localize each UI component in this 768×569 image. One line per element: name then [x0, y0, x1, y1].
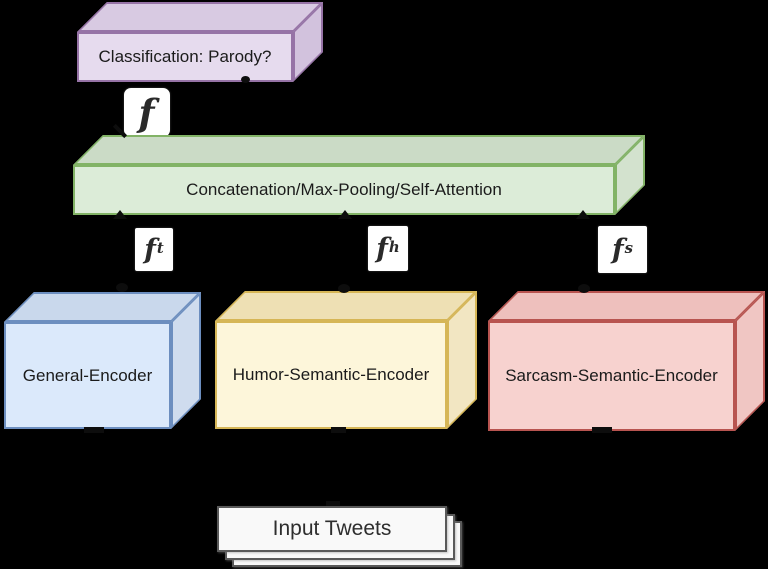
feature-label-fs-sup: s: [624, 238, 633, 257]
feature-label-ft-base: f: [144, 234, 156, 265]
connector-stub-humor-bottom: [331, 427, 346, 433]
humor-encoder-cube-top-face: [215, 291, 477, 321]
feature-label-fh-sup: h: [388, 237, 400, 256]
feature-label-ft-sup: t: [156, 238, 164, 257]
general-encoder-label: General-Encoder: [22, 365, 153, 385]
general-encoder-cube-top-face: [4, 292, 201, 322]
feature-label-f-base: f: [138, 90, 155, 135]
connector-stub-humor-top: [338, 284, 350, 293]
feature-label-fh-base: f: [376, 233, 388, 264]
connector-stub-general-top: [116, 283, 128, 292]
connector-stub-sarcasm-bottom: [592, 427, 612, 433]
connector-stub-general-bottom: [84, 427, 104, 433]
fusion-cube-top-face: [73, 135, 645, 165]
connector-stub-arrowhead-fs: [576, 210, 590, 219]
node-general-encoder: General-Encoder: [4, 292, 201, 429]
node-humor-encoder: Humor-Semantic-Encoder: [215, 291, 477, 429]
sarcasm-encoder-label: Sarcasm-Semantic-Encoder: [505, 366, 718, 386]
input-tweets-card-front: Input Tweets: [217, 506, 447, 552]
humor-encoder-label: Humor-Semantic-Encoder: [232, 365, 430, 385]
feature-label-f: f: [124, 88, 170, 137]
fusion-label: Concatenation/Max-Pooling/Self-Attention: [186, 180, 502, 200]
input-tweets-label: Input Tweets: [272, 516, 392, 540]
connector-stub-classification: [241, 76, 250, 83]
sarcasm-encoder-cube-front-face: Sarcasm-Semantic-Encoder: [488, 321, 735, 431]
connector-stub-arrowhead-ft: [113, 210, 127, 219]
classification-cube-front-face: Classification: Parody?: [77, 32, 293, 82]
connector-stub-input-top: [326, 501, 340, 506]
classification-cube-top-face: [77, 2, 323, 32]
node-classification: Classification: Parody?: [77, 2, 323, 82]
node-fusion: Concatenation/Max-Pooling/Self-Attention: [73, 135, 645, 215]
humor-encoder-cube-front-face: Humor-Semantic-Encoder: [215, 321, 447, 429]
general-encoder-cube-front-face: General-Encoder: [4, 322, 171, 429]
node-sarcasm-encoder: Sarcasm-Semantic-Encoder: [488, 291, 765, 431]
sarcasm-encoder-cube-top-face: [488, 291, 765, 321]
connector-stub-sarcasm-top: [578, 284, 590, 293]
classification-label: Classification: Parody?: [98, 47, 272, 67]
node-input-tweets: Input Tweets: [217, 506, 462, 567]
fusion-cube-front-face: Concatenation/Max-Pooling/Self-Attention: [73, 165, 615, 215]
feature-label-fs-base: f: [612, 234, 624, 265]
connector-stub-arrowhead-fh: [338, 210, 352, 219]
